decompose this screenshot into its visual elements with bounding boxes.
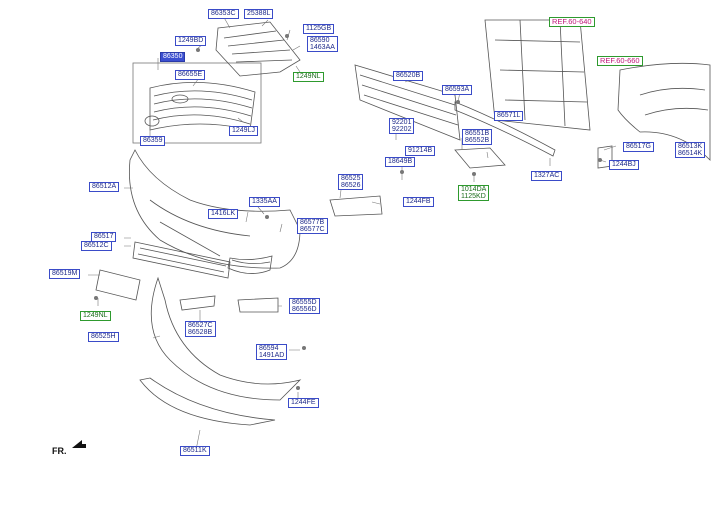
lower-grille	[132, 241, 231, 279]
label-1014DA[interactable]: 1014DA	[461, 186, 487, 193]
grille-group-frame	[132, 62, 262, 144]
label-86556D[interactable]: 86556D	[292, 306, 317, 313]
fog-lamp-cover-left	[179, 295, 216, 311]
label-86525H[interactable]: 86525H	[88, 332, 119, 342]
label-1335AA[interactable]: 1335AA	[249, 197, 280, 207]
label-1249NL-bottom[interactable]: 1249NL	[80, 311, 111, 321]
label-86514K[interactable]: 86514K	[678, 150, 703, 157]
label-1244FE[interactable]: 1244FE	[288, 398, 319, 408]
side-bracket	[329, 195, 383, 217]
emblem	[144, 115, 160, 127]
label-1244FB[interactable]: 1244FB	[403, 197, 434, 207]
label-86577C[interactable]: 86577C	[300, 226, 325, 233]
label-18649B[interactable]: 18649B	[385, 157, 416, 167]
front-direction-arrow-icon	[72, 440, 86, 448]
ref-60-640[interactable]: REF.60-640	[549, 17, 595, 27]
label-86512C[interactable]: 86512C	[81, 241, 112, 251]
label-1463AA[interactable]: 1463AA	[310, 44, 335, 51]
fog-lamp-cover-right	[237, 297, 279, 313]
ref-60-660[interactable]: REF.60-660	[597, 56, 643, 66]
label-86512A[interactable]: 86512A	[89, 182, 120, 192]
label-1249LJ[interactable]: 1249LJ	[229, 126, 258, 136]
skid-plate	[139, 377, 276, 426]
label-86655E[interactable]: 86655E	[175, 70, 206, 80]
label-91214B[interactable]: 91214B	[405, 146, 436, 156]
label-1327AC[interactable]: 1327AC	[531, 171, 563, 181]
label-25388L[interactable]: 25388L	[244, 9, 274, 19]
label-86577B[interactable]: 86577B	[300, 219, 325, 226]
front-fender	[617, 62, 711, 161]
grille-upper-cover	[215, 21, 301, 77]
label-86525[interactable]: 86525	[341, 175, 361, 182]
label-86513K[interactable]: 86513K	[678, 143, 703, 150]
label-86593A[interactable]: 86593A	[442, 85, 473, 95]
label-86519M[interactable]: 86519M	[49, 269, 81, 279]
label-1491AD[interactable]: 1491AD	[259, 352, 285, 359]
label-86350[interactable]: 86350	[160, 52, 186, 62]
label-86353C[interactable]: 86353C	[208, 9, 239, 19]
label-86594[interactable]: 86594	[259, 345, 279, 352]
label-86511K[interactable]: 86511K	[180, 446, 210, 456]
label-92202[interactable]: 92202	[392, 126, 412, 133]
license-plate-bracket	[95, 269, 141, 301]
label-1244BJ[interactable]: 1244BJ	[609, 160, 639, 170]
label-86520B[interactable]: 86520B	[393, 71, 424, 81]
label-86527C[interactable]: 86527C	[188, 322, 213, 329]
label-86552B[interactable]: 86552B	[465, 137, 490, 144]
front-direction-label: FR.	[52, 446, 67, 456]
radiator-grille	[149, 81, 256, 131]
label-1125KD[interactable]: 1125KD	[461, 193, 486, 200]
bumper-beam	[354, 64, 461, 141]
front-end-module	[484, 19, 591, 131]
label-86555D[interactable]: 86555D	[292, 299, 317, 306]
label-86517G[interactable]: 86517G	[623, 142, 654, 152]
bumper-lower-lip	[150, 276, 302, 401]
bumper-stay	[454, 101, 556, 157]
label-1125GB[interactable]: 1125GB	[303, 24, 335, 34]
label-1416LK[interactable]: 1416LK	[208, 209, 239, 219]
label-1249NL-top[interactable]: 1249NL	[293, 72, 324, 82]
label-86571L[interactable]: 86571L	[494, 111, 524, 121]
label-86359[interactable]: 86359	[140, 136, 166, 146]
front-bumper-cover	[129, 149, 301, 269]
label-86590[interactable]: 86590	[310, 37, 330, 44]
label-92201[interactable]: 92201	[392, 119, 412, 126]
label-86528B[interactable]: 86528B	[188, 329, 213, 336]
label-86551B[interactable]: 86551B	[465, 130, 490, 137]
label-1249BD[interactable]: 1249BD	[175, 36, 207, 46]
label-86526[interactable]: 86526	[341, 182, 361, 189]
